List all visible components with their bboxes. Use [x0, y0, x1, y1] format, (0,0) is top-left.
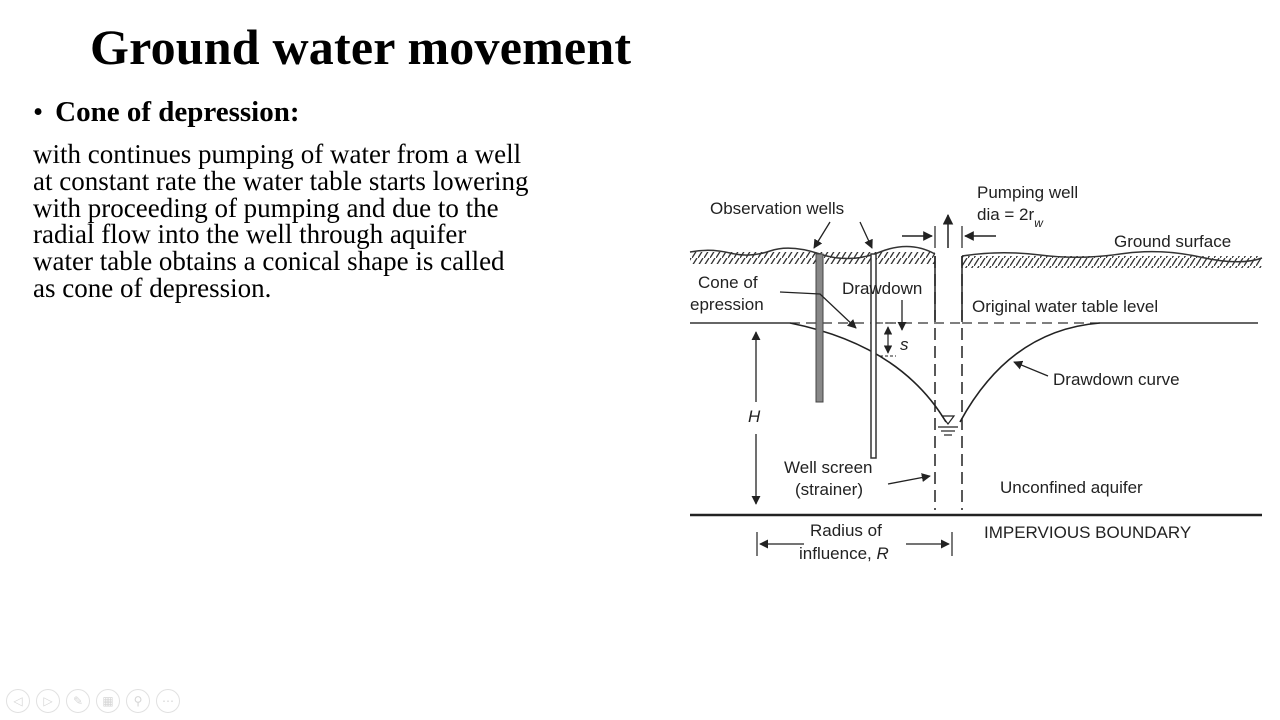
pen-icon[interactable]: ✎ [66, 689, 90, 713]
label-radius-line1: Radius of [810, 521, 882, 540]
observation-arrow-1 [813, 221, 831, 249]
label-pumping-well-dia: dia = 2rw [977, 205, 1044, 230]
drawdown-curve [789, 322, 947, 423]
label-impervious-boundary: IMPERVIOUS BOUNDARY [984, 523, 1191, 542]
radius-dimension [756, 532, 953, 556]
label-cone-line2: epression [690, 295, 764, 314]
body-paragraph: with continues pumping of water from a w… [33, 141, 620, 302]
next-slide-icon[interactable]: ▷ [36, 689, 60, 713]
label-well-screen-line2: (strainer) [795, 480, 863, 499]
label-drawdown: Drawdown [842, 279, 922, 298]
well-screen-arrow [887, 473, 931, 485]
pumping-well [902, 213, 996, 510]
cone-of-depression-diagram: Observation wells Pumping well dia = 2rw… [689, 183, 1263, 563]
bullet-heading-text: Cone of depression: [55, 96, 300, 128]
label-pumping-well: Pumping well [977, 183, 1078, 202]
more-options-icon[interactable]: ⋯ [156, 689, 180, 713]
label-drawdown-curve: Drawdown curve [1053, 370, 1180, 389]
slides-grid-icon[interactable]: ▦ [96, 689, 120, 713]
slideshow-toolbar: ◁ ▷ ✎ ▦ ⚲ ⋯ [6, 689, 180, 715]
label-ground-surface: Ground surface [1114, 232, 1231, 251]
observation-arrow-2 [859, 221, 873, 249]
label-radius-line2: influence, R [799, 544, 889, 563]
cone-arrow [779, 291, 857, 329]
observation-well-1 [815, 253, 824, 403]
label-H: H [748, 407, 761, 426]
drawdown-curve-right [959, 322, 1101, 423]
bullet-cone-of-depression: • Cone of depression: [33, 96, 300, 129]
label-cone-line1: Cone of [698, 273, 758, 292]
body-line-2: at constant rate the water table starts … [33, 165, 529, 196]
slide-title: Ground water movement [90, 19, 632, 75]
body-line-3: with proceeding of pumping and due to th… [33, 192, 499, 223]
label-unconfined-aquifer: Unconfined aquifer [1000, 478, 1143, 497]
label-s: s [900, 335, 909, 354]
drawdown-curve-arrow [1013, 360, 1049, 377]
previous-slide-icon[interactable]: ◁ [6, 689, 30, 713]
observation-well-2 [870, 253, 877, 459]
s-dimension [880, 300, 907, 357]
label-well-screen-line1: Well screen [784, 458, 873, 477]
label-original-water-table: Original water table level [972, 297, 1158, 316]
bullet-dot: • [33, 96, 44, 128]
body-line-5: water table obtains a conical shape is c… [33, 246, 505, 277]
body-line-6: as cone of depression. [33, 272, 272, 303]
body-line-1: with continues pumping of water from a w… [33, 139, 522, 169]
label-observation-wells: Observation wells [710, 199, 844, 218]
body-line-4: radial flow into the well through aquife… [33, 219, 467, 250]
zoom-icon[interactable]: ⚲ [126, 689, 150, 713]
